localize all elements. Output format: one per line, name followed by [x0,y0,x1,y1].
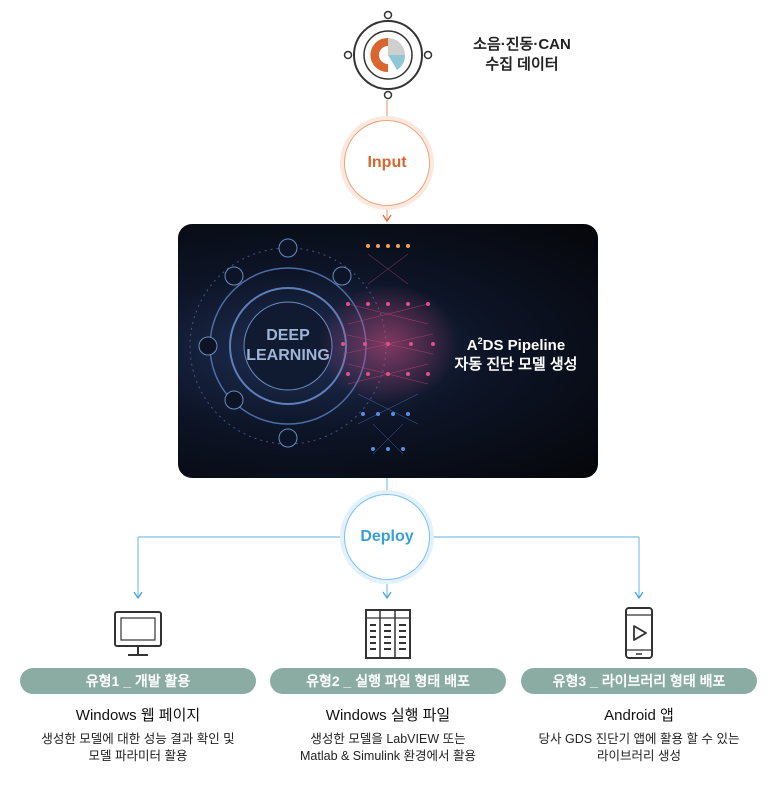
pipeline-title-line2: 자동 진단 모델 생성 [454,356,578,373]
pipeline-title-line1: A2DS Pipeline [436,332,596,355]
type-1-card: 유형1 _ 개발 활용 Windows 웹 페이지 생성한 모델에 대한 성능 … [20,600,256,765]
data-source-label-line1: 소음·진동·CAN [473,36,571,53]
server-rack-icon [270,600,506,662]
android-phone-icon [521,600,757,662]
pipeline-title: A2DS Pipeline 자동 진단 모델 생성 [436,332,596,374]
deploy-node: Deploy [344,494,430,580]
type-2-desc: 생성한 모델을 LabVIEW 또는 Matlab & Simulink 환경에… [270,731,506,765]
type-1-title: Windows 웹 페이지 [75,707,201,724]
learning-text: LEARNING [246,347,330,364]
type-1-desc: 생성한 모델에 대한 성능 결과 확인 및 모델 파라미터 활용 [20,731,256,765]
type-2-card: 유형2 _ 실행 파일 형태 배포 Windows 실행 파일 생성한 모델을 … [270,600,506,765]
type-3-card: 유형3 _ 라이브러리 형태 배포 Android 앱 당사 GDS 진단기 앱… [521,600,757,765]
type-3-desc-line2: 라이브러리 생성 [597,749,681,763]
type-2-desc-line2: Matlab & Simulink 환경에서 활용 [300,749,476,763]
data-source-icon [343,10,433,100]
type-1-desc-line2: 모델 파라미터 활용 [88,749,188,763]
data-source-label: 소음·진동·CAN 수집 데이터 [462,35,582,75]
type-2-pill: 유형2 _ 실행 파일 형태 배포 [270,668,506,694]
data-source-label-line2: 수집 데이터 [485,56,559,73]
type-2-desc-line1: 생성한 모델을 LabVIEW 또는 [310,732,466,746]
deep-learning-graphic: DEEP LEARNING [189,238,458,455]
type-1-pill: 유형1 _ 개발 활용 [20,668,256,694]
deep-text: DEEP [266,327,310,344]
input-node: Input [344,120,430,206]
pipeline-title-sup: 2 [477,336,483,346]
type-2-title: Windows 실행 파일 [325,707,451,724]
type-3-title: Android 앱 [604,707,674,724]
type-3-desc: 당사 GDS 진단기 앱에 활용 할 수 있는 라이브러리 생성 [521,731,757,765]
type-3-desc-line1: 당사 GDS 진단기 앱에 활용 할 수 있는 [538,732,740,746]
pipeline-hero-image: DEEP LEARNING [178,224,598,478]
type-3-pill: 유형3 _ 라이브러리 형태 배포 [521,668,757,694]
pipeline-title-suffix: DS Pipeline [482,337,566,354]
input-label: Input [367,154,407,171]
monitor-icon [20,600,256,662]
deploy-label: Deploy [360,528,414,545]
type-1-desc-line1: 생성한 모델에 대한 성능 결과 확인 및 [41,732,235,746]
pipeline-title-prefix: A [466,337,478,354]
